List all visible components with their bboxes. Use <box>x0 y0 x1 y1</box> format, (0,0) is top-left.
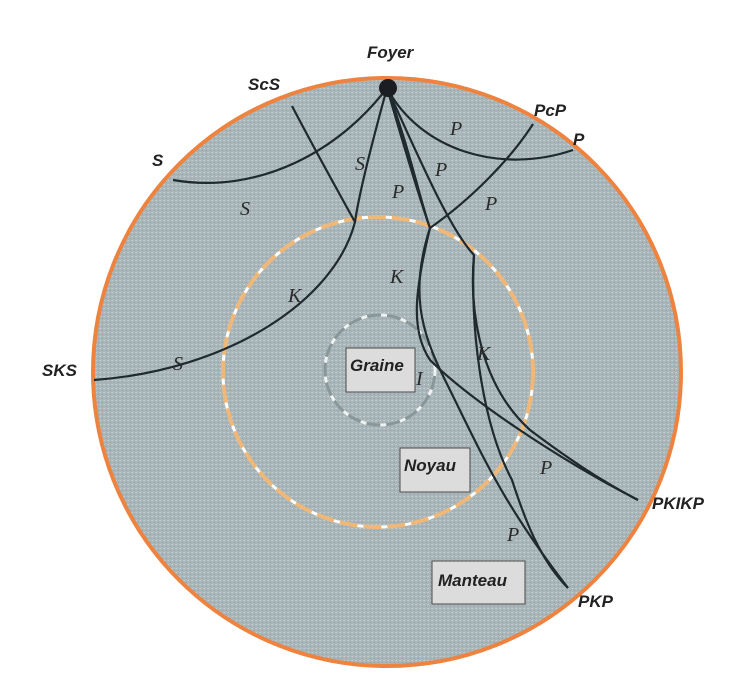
svg-text:Noyau: Noyau <box>404 456 457 475</box>
seg-p-3: P <box>391 181 404 203</box>
ray-pkp-inner <box>472 254 569 589</box>
label-pcp: PcP <box>534 101 567 120</box>
seg-s-2: S <box>355 153 365 175</box>
seg-k-1: K <box>287 285 303 307</box>
ray-sks <box>93 87 389 382</box>
seg-p-1: P <box>449 118 462 140</box>
seg-p-5: P <box>539 457 552 479</box>
region-manteau: Manteau <box>431 560 526 605</box>
ray-scs <box>291 105 356 223</box>
region-graine: Graine <box>345 347 416 393</box>
label-foyer: Foyer <box>367 43 415 62</box>
label-pkp: PKP <box>578 592 614 611</box>
region-noyau: Noyau <box>399 447 471 493</box>
label-sks: SKS <box>42 361 78 380</box>
svg-text:Graine: Graine <box>350 356 404 375</box>
ray-pkp <box>385 87 569 589</box>
label-p-surface: P <box>573 130 585 149</box>
seg-k-3: K <box>476 343 492 365</box>
core-boundary-dash <box>221 215 535 529</box>
focus-point <box>379 79 397 97</box>
ray-p <box>386 87 574 161</box>
seg-i: I <box>415 368 424 390</box>
ray-pkikp <box>386 87 639 501</box>
label-s-surface: S <box>152 151 164 170</box>
svg-text:Manteau: Manteau <box>438 571 508 590</box>
seg-p-2: P <box>434 159 447 181</box>
seg-p-6: P <box>506 524 519 546</box>
seg-s-3: S <box>173 353 183 375</box>
ray-pkikp-core <box>415 227 639 501</box>
ray-s <box>172 87 388 184</box>
inner-core-boundary-dash <box>323 313 437 427</box>
seg-p-4: P <box>484 193 497 215</box>
seg-s-1: S <box>240 198 250 220</box>
label-pkikp: PKIKP <box>652 494 705 513</box>
label-scs: ScS <box>248 75 281 94</box>
seg-k-2: K <box>389 266 405 288</box>
